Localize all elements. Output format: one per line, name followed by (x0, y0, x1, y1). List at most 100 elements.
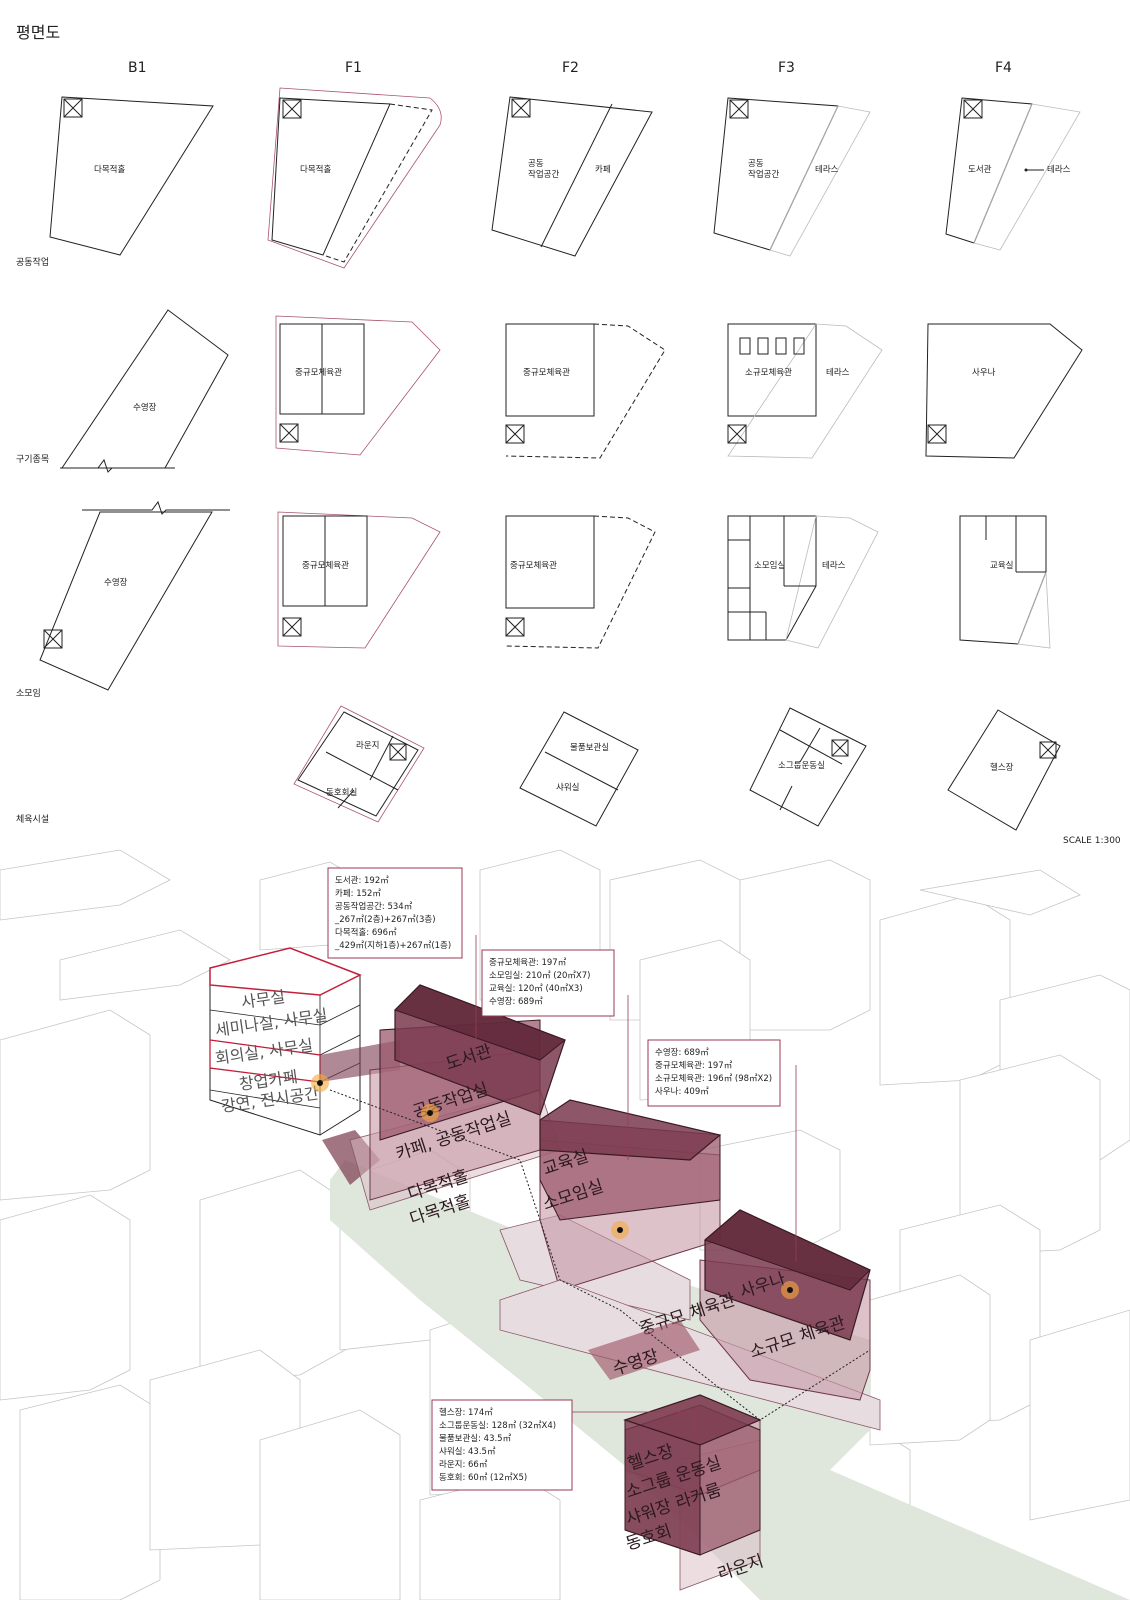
info-line: 소그룹운동실: 128㎡ (32㎡X4) (439, 1420, 556, 1431)
info-box-1: 도서관: 192㎡ 카페: 152㎡ 공동작업공간: 534㎡ _267㎡(2층… (327, 867, 477, 1040)
elevator-icon (511, 98, 531, 118)
row-label-cowork: 공동작업 (16, 257, 49, 268)
info-line: 교육실: 120㎡ (40㎡X3) (489, 983, 583, 994)
info-line: 도서관: 192㎡ (335, 875, 389, 886)
info-line: 다목적홀: 696㎡ (335, 927, 397, 938)
plan-b1-pool-upper (61, 309, 229, 469)
elevator-icon (282, 617, 302, 637)
plan-row-sports: 라운지 동호회실 물품보관실 샤워실 소그룹운동실 헬스장 (293, 705, 1061, 831)
elevator-icon (963, 99, 983, 119)
elevator-icon (927, 424, 947, 444)
info-line: 라운지: 66㎡ (439, 1460, 488, 1470)
plan-f3-smallgroup (727, 515, 817, 641)
room-label: 라운지 (356, 741, 379, 751)
plan-f1-smallgroup-site (277, 511, 441, 649)
elevator-icon (63, 98, 83, 118)
plan-f2-sports (519, 711, 639, 827)
room-label: 테라스 (822, 561, 846, 571)
room-label: 테라스 (1047, 165, 1071, 175)
col-label-f3: F3 (778, 60, 795, 76)
info-line: 헬스장: 174㎡ (439, 1407, 493, 1418)
room-label: 테라스 (826, 368, 850, 378)
scale-label: SCALE 1:300 (1063, 836, 1121, 846)
plan-f1-cowork (271, 97, 391, 256)
room-label: 다목적홀 (94, 164, 125, 175)
plan-f2-gym (505, 323, 595, 417)
plan-f2-cowork (491, 96, 653, 257)
row-label-smallgroup: 소모임 (16, 687, 41, 699)
room-label: 물품보관실 (570, 742, 609, 753)
plan-f4-sports (947, 709, 1061, 831)
col-label-f2: F2 (562, 60, 579, 76)
room-label: 중규모체육관 (295, 367, 342, 378)
info-line: _267㎡(2층)+267㎡(3층) (334, 915, 436, 925)
plan-f1-ballsports-site (275, 315, 441, 456)
room-label: 사우나 (972, 368, 996, 378)
plan-f1-sports-site (293, 705, 425, 823)
circulation-path (329, 1089, 871, 1421)
info-line: 물품보관실: 43.5㎡ (439, 1433, 512, 1444)
room-label: 헬스장 (990, 762, 1014, 773)
info-line: 샤워실: 43.5㎡ (439, 1446, 496, 1457)
room-label: 소그룹운동실 (778, 760, 825, 771)
info-line: 수영장: 689㎡ (655, 1047, 709, 1058)
room-label: 수영장 (104, 577, 128, 588)
axo-block-library: 도서관 공동작업실 카페, 공동작업실 다목적홀 다목적홀 (349, 984, 566, 1230)
room-label: 소모임실 (754, 560, 785, 571)
info-line: 수영장: 689㎡ (489, 996, 543, 1007)
info-line: 중규모체육관: 197㎡ (489, 957, 567, 968)
room-label: 동호회실 (326, 787, 357, 798)
elevator-icon (831, 739, 849, 757)
info-line: 중규모체육관: 197㎡ (655, 1060, 733, 1071)
elevator-icon (729, 99, 749, 119)
axo-block-sauna: 사우나 소규모 체육관 중규모 체육관 (499, 1209, 881, 1431)
info-line: 공동작업공간: 534㎡ (335, 901, 413, 912)
elevator-icon (1039, 741, 1057, 759)
info-box-3: 수영장: 689㎡ 중규모체육관: 197㎡ 소규모체육관: 196㎡ (98㎡… (647, 1039, 797, 1262)
plan-row-ballsports: 수영장 중규모체육관 중규모체육관 소규모체육관 테라스 사우나 (60, 309, 1083, 473)
plan-b1-pool-lower (39, 511, 213, 691)
room-label: 교육실 (990, 560, 1013, 571)
room-label: 수영장 (133, 402, 157, 413)
plan-f4-sauna (925, 323, 1083, 459)
elevator-icon (43, 629, 63, 649)
room-label: 중규모체육관 (302, 560, 349, 571)
room-label: 소규모체육관 (745, 367, 792, 378)
col-label-f4: F4 (995, 60, 1012, 76)
plan-row-smallgroup: 수영장 중규모체육관 중규모체육관 소모임실 테라스 교육실 (39, 500, 1051, 691)
elevator-icon (282, 99, 302, 119)
room-label: 도서관 (968, 164, 992, 175)
col-label-f1: F1 (345, 60, 362, 76)
room-label: 중규모체육관 (523, 367, 570, 378)
plan-f3-gym (727, 323, 817, 417)
room-label: 테라스 (815, 165, 839, 175)
info-box-2: 중규모체육관: 197㎡ 소모임실: 210㎡ (20㎡X7) 교육실: 120… (481, 949, 629, 1160)
room-label: 다목적홀 (300, 164, 331, 175)
axo-block-gym: 헬스장 소그룹 운동실 샤워장 라커룸 동호회 라운지 (623, 1394, 766, 1591)
room-label: 샤워실 (556, 782, 579, 793)
plan-b1-cowork (49, 96, 214, 256)
info-line: 카페: 152㎡ (335, 888, 381, 899)
col-label-b1: B1 (128, 60, 147, 76)
axo-left-tower: 사무실 세미나실, 사무실 회의실, 사무실 창업카페 강연, 전시공간 (209, 947, 362, 1136)
info-line: 소규모체육관: 196㎡ (98㎡X2) (655, 1073, 772, 1084)
room-label: 중규모체육관 (510, 560, 557, 571)
plan-f1-cowork-site (267, 87, 442, 269)
info-line: _429㎡(지하1층)+267㎡(1층) (334, 940, 451, 951)
row-label-ballsports: 구기종목 (16, 454, 49, 465)
room-label: 카페 (595, 164, 611, 175)
axo-context-city (0, 849, 1130, 1600)
info-line: 동호회: 60㎡ (12㎡X5) (439, 1473, 527, 1483)
plan-f2-gym2 (505, 515, 595, 609)
elevator-icon (279, 423, 299, 443)
page-title: 평면도 (16, 23, 60, 42)
info-line: 사우나: 409㎡ (655, 1087, 709, 1097)
plan-f4-classroom (959, 515, 1047, 645)
info-line: 소모임실: 210㎡ (20㎡X7) (489, 970, 590, 981)
row-label-sports: 체육시설 (16, 814, 49, 825)
elevator-icon (727, 424, 747, 444)
